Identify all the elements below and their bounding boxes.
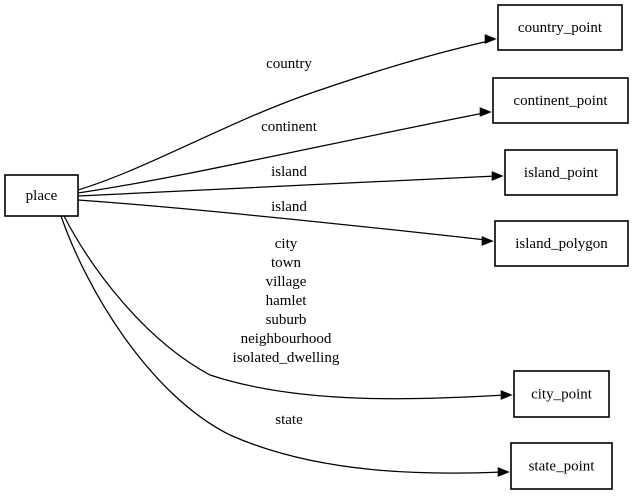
edge-label-line: village [266, 274, 307, 290]
edge-place-city_point[interactable] [63, 215, 513, 400]
edge-label-line: neighbourhood [241, 331, 332, 347]
edge-labels-layer: country continent island island city town vill… [233, 56, 340, 428]
edge-label-line: isolated_dwelling [233, 350, 340, 366]
node-box-island_polygon[interactable] [494, 220, 629, 267]
node-city_point[interactable]: city_point [513, 370, 610, 418]
arrowhead-icon [500, 390, 513, 400]
node-box-state_point[interactable] [510, 442, 613, 490]
edge-place-country_point[interactable] [77, 34, 497, 191]
edge-label-line: country [266, 56, 312, 72]
edge-place-island_polygon[interactable] [77, 199, 494, 246]
edge-label-line: hamlet [266, 293, 308, 309]
edge-label-5: state [275, 412, 303, 428]
node-box-continent_point[interactable] [492, 77, 629, 124]
node-state_point[interactable]: state_point [510, 442, 613, 490]
node-label-country_point: country_point [518, 20, 603, 36]
node-box-island_point[interactable] [504, 149, 618, 196]
edge-line-2[interactable] [77, 175, 497, 197]
edge-line-3[interactable] [77, 199, 487, 241]
node-box-city_point[interactable] [513, 370, 610, 418]
node-box-country_point[interactable] [497, 4, 623, 51]
edge-label-line: continent [261, 119, 318, 135]
edge-place-continent_point[interactable] [77, 107, 492, 194]
node-label-island_point: island_point [524, 165, 599, 181]
node-country_point[interactable]: country_point [497, 4, 623, 51]
edge-label-4: city town village hamlet suburb neighbourhood… [233, 236, 340, 366]
edge-label-line: suburb [266, 312, 307, 328]
edge-line-0[interactable] [77, 40, 490, 191]
arrowhead-icon [484, 34, 497, 44]
edge-line-4[interactable] [63, 215, 506, 400]
edge-label-line: city [275, 236, 298, 252]
edges-layer [60, 34, 513, 477]
node-box-place[interactable] [4, 174, 79, 217]
arrowhead-icon [491, 171, 504, 181]
edge-label-line: state [275, 412, 303, 428]
edge-label-line: island [271, 199, 307, 215]
edge-label-1: continent [261, 119, 318, 135]
node-continent_point[interactable]: continent_point [492, 77, 629, 124]
edge-place-state_point[interactable] [60, 215, 510, 477]
edge-line-1[interactable] [77, 112, 485, 194]
node-label-island_polygon: island_polygon [515, 236, 608, 252]
node-island_polygon[interactable]: island_polygon [494, 220, 629, 267]
edge-line-5[interactable] [60, 215, 503, 474]
edge-label-line: town [271, 255, 302, 271]
node-label-continent_point: continent_point [513, 93, 608, 109]
edge-place-island_point[interactable] [77, 171, 504, 197]
node-label-state_point: state_point [529, 458, 596, 474]
edge-label-0: country [266, 56, 312, 72]
node-place[interactable]: place [4, 174, 79, 217]
node-island_point[interactable]: island_point [504, 149, 618, 196]
arrowhead-icon [481, 236, 494, 246]
edge-label-3: island [271, 199, 307, 215]
node-label-place: place [26, 188, 58, 204]
node-label-city_point: city_point [531, 386, 593, 402]
edge-label-2: island [271, 164, 307, 180]
nodes-layer: place country_point continent_point island_… [4, 4, 629, 490]
arrowhead-icon [479, 107, 492, 117]
edge-label-line: island [271, 164, 307, 180]
arrowhead-icon [497, 467, 510, 477]
